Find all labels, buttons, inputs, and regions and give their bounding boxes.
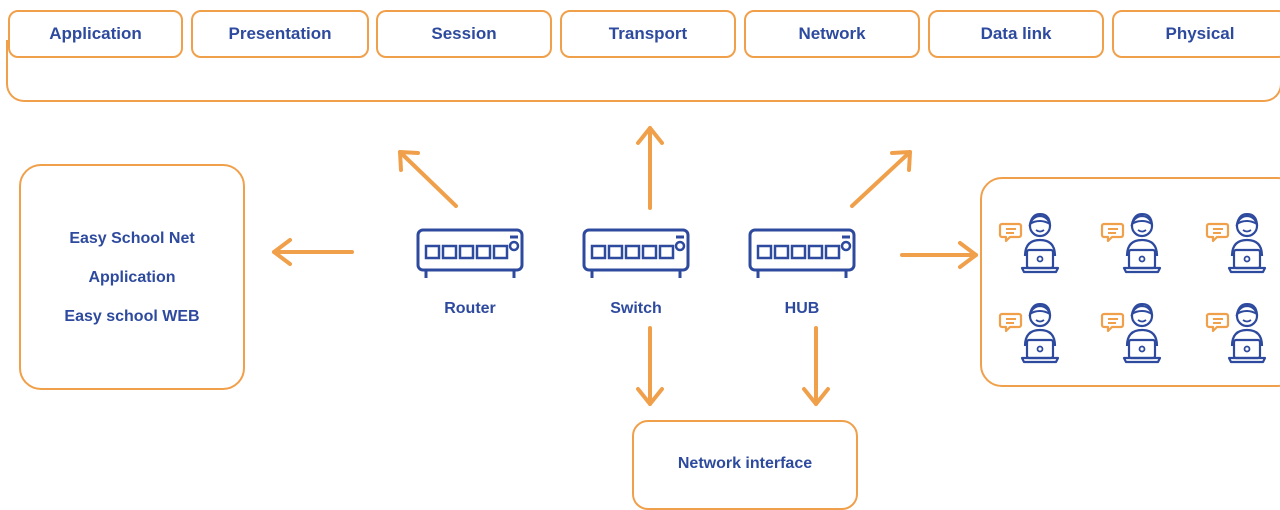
layer-application: Application: [8, 10, 183, 58]
app-easy-school-net: Easy School Net: [69, 229, 195, 247]
arrow-switch-up: [636, 126, 664, 210]
client-user-icon: [998, 212, 1068, 284]
client-user-icon: [1205, 212, 1275, 284]
switch-label: Switch: [610, 300, 662, 317]
connection-arrows: [272, 126, 978, 406]
layer-network: Network: [744, 10, 920, 58]
layer-presentation: Presentation: [191, 10, 369, 58]
client-user-icon: [1100, 212, 1170, 284]
app-application: Application: [88, 268, 176, 286]
switch-device: Switch: [580, 226, 692, 317]
clients-panel: [980, 177, 1280, 387]
layer-physical: Physical: [1112, 10, 1280, 58]
applications-panel: Easy School Net Application Easy school …: [19, 164, 245, 390]
app-easy-school-web: Easy school WEB: [64, 307, 200, 325]
arrow-to-clients: [900, 241, 978, 269]
router-icon: [416, 228, 524, 278]
hub-icon: [748, 228, 856, 278]
router-device: Router: [414, 226, 526, 317]
layers-bracket: [6, 40, 1280, 102]
arrow-switch-down: [636, 326, 664, 406]
network-interface-label: Network interface: [677, 455, 813, 472]
client-user-icon: [1100, 302, 1170, 374]
layer-transport: Transport: [560, 10, 736, 58]
arrow-hub-up-right: [850, 150, 912, 208]
arrow-router-up-left: [398, 150, 458, 208]
router-label: Router: [444, 300, 496, 317]
arrow-hub-down: [802, 326, 830, 406]
switch-icon: [582, 228, 690, 278]
arrow-to-applications: [272, 238, 354, 266]
client-user-icon: [998, 302, 1068, 374]
layer-data-link: Data link: [928, 10, 1104, 58]
client-user-icon: [1205, 302, 1275, 374]
layer-session: Session: [376, 10, 552, 58]
hub-label: HUB: [784, 300, 820, 317]
hub-device: HUB: [746, 226, 858, 317]
